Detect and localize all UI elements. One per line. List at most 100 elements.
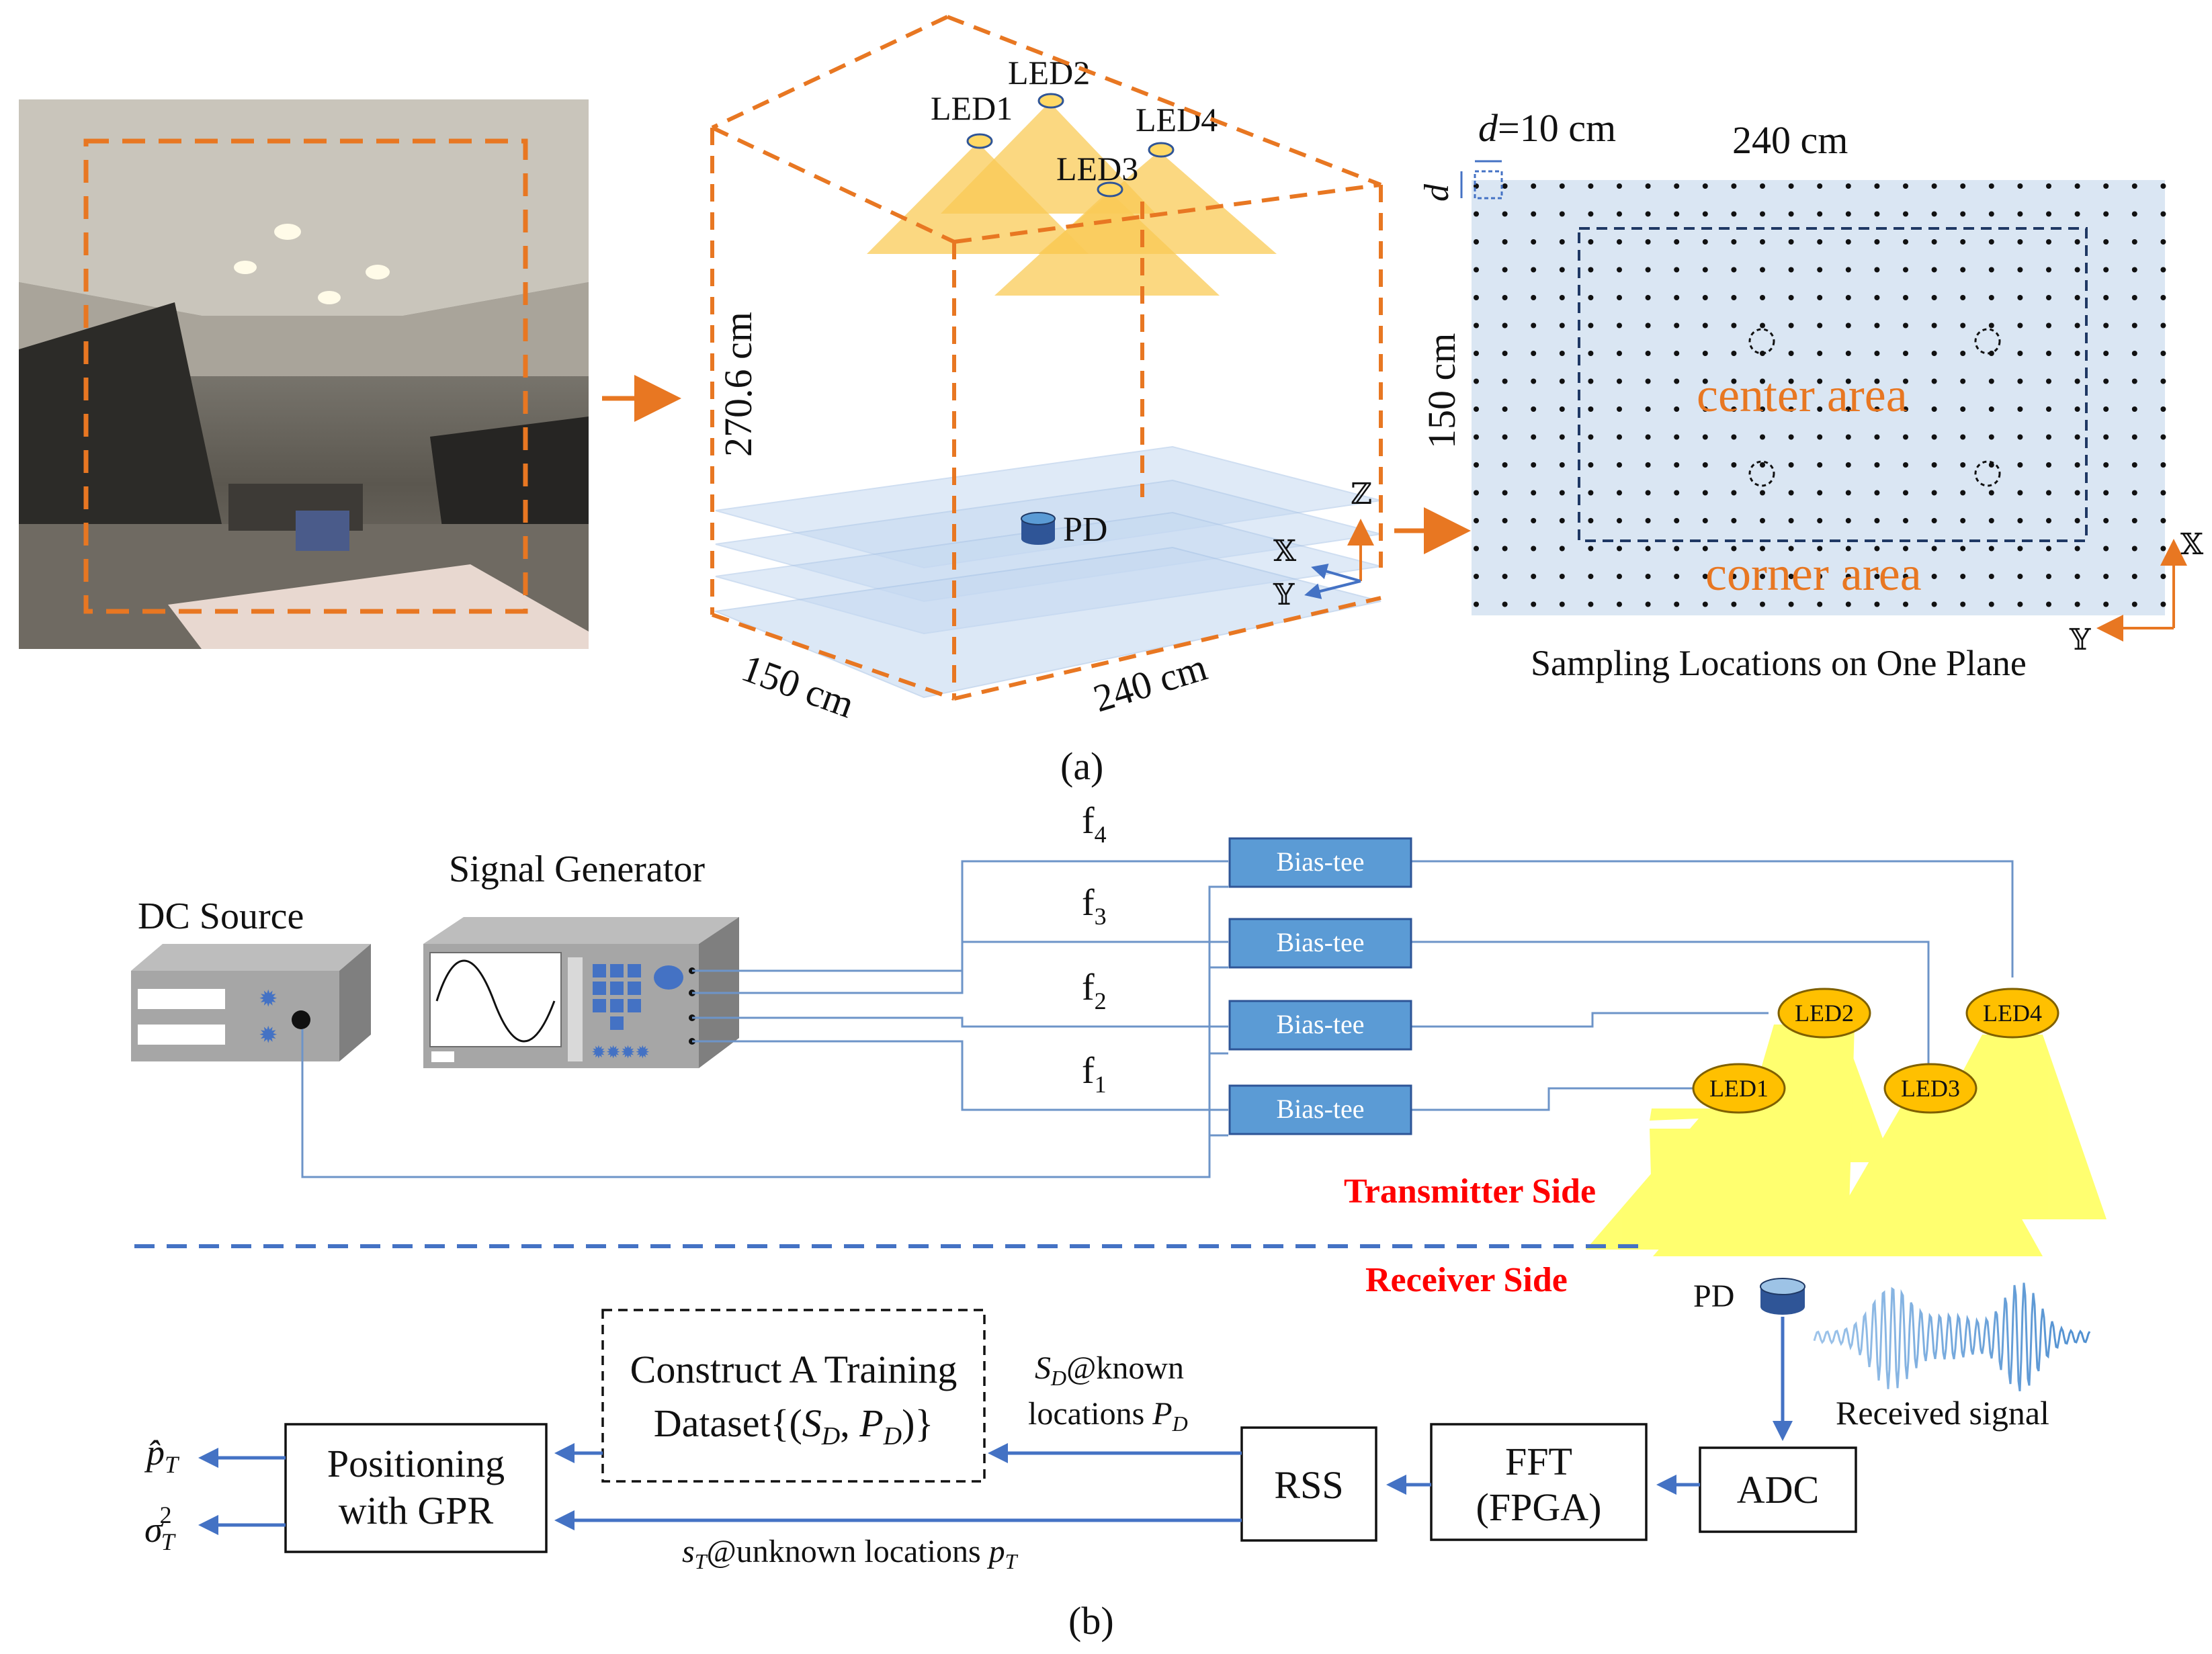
sampling-point [2017,406,2023,412]
sampling-point [1874,546,1880,552]
sampling-point [1903,351,1908,356]
sampling-point [2074,546,2080,552]
sampling-point [1931,434,1937,440]
sampling-point [1674,434,1680,440]
sampling-point [2103,462,2109,468]
sampling-point [2074,462,2080,468]
sampling-point [1702,574,1708,579]
led4-label: LED4 [1983,1000,2042,1027]
sampling-point [2103,295,2109,300]
sampling-point [1760,462,1765,468]
pd-label: PD [1063,511,1107,549]
sampling-point [1845,434,1851,440]
sampling-point [1617,490,1622,496]
adc-block: ADC [1699,1446,1857,1533]
sampling-point [1960,183,1966,189]
sampling-point [1502,183,1508,189]
sampling-point [1760,183,1765,189]
sampling-point [2017,378,2023,384]
sampling-point [1559,183,1565,189]
sampling-point [1731,267,1737,273]
sampling-point [2103,574,2109,579]
sampling-point [1588,267,1594,273]
sampling-point [1903,434,1908,440]
sampling-point [2131,601,2137,607]
sampling-point [1874,406,1880,412]
led4: LED4 [1965,988,2059,1039]
sampling-point [2103,378,2109,384]
sampling-point [1559,267,1565,273]
fft-block: FFT (FPGA) [1430,1423,1648,1541]
grid-axis-x-label: 𝕏 [2180,528,2204,561]
bias-tee-3: Bias-tee [1228,918,1412,969]
sampling-point [2103,267,2109,273]
sampling-point [2074,434,2080,440]
sampling-point [1788,211,1794,217]
sampling-point [2160,490,2166,496]
sampling-point [2046,267,2051,273]
sampling-point [1960,351,1966,356]
sampling-point [1788,267,1794,273]
sampling-point [1588,351,1594,356]
sampling-point [1817,518,1823,523]
sampling-point [1931,183,1937,189]
unknown-label: sT@unknown locations pT [682,1534,1019,1573]
dc-source: DC Source ✹ ✹ [131,896,371,1061]
sampling-point [1988,239,1994,245]
sampling-point [1760,322,1765,329]
sampling-point [1502,601,1508,607]
receiver-side-label: Receiver Side [1365,1261,1568,1299]
sampling-point [1702,211,1708,217]
bias-tee-1: Bias-tee [1228,1084,1412,1135]
sampling-point [1559,378,1565,384]
sampling-point [1931,462,1937,468]
panel-a: LED1 LED2 LED3 LED4 [19,15,2204,788]
sampling-point [1931,239,1937,245]
sampling-point [2160,546,2166,552]
sampling-point [2074,518,2080,523]
sampling-point [1845,322,1851,329]
sampling-point [1702,322,1708,329]
sampling-point [1788,518,1794,523]
sampling-point [1474,322,1479,329]
sampling-point [1845,239,1851,245]
led1-icon [966,133,993,149]
sampling-point [2103,601,2109,607]
sampling-point [1617,351,1622,356]
sampling-point [1645,574,1651,579]
sampling-point [2074,574,2080,579]
sampling-point [1645,351,1651,356]
sampling-point [1502,351,1508,356]
sampling-point [1502,462,1508,468]
sampling-point [1531,462,1537,468]
led3: LED3 [1883,1063,1977,1114]
sampling-point [1817,462,1823,468]
sampling-point [1845,378,1851,384]
sampling-point [2074,351,2080,356]
sampling-point [1645,518,1651,523]
adc-label: ADC [1737,1468,1819,1512]
bias-tee-4: Bias-tee [1228,837,1412,888]
sampling-point [1817,211,1823,217]
sampling-point [1903,406,1908,412]
sampling-point [1617,378,1622,384]
sampling-point [2017,601,2023,607]
sampling-point [1674,239,1680,245]
sampling-point [1788,378,1794,384]
height-label: 270.6 cm [716,312,760,457]
axis-x-label: 𝕏 [1273,535,1297,568]
model-axes: ℤ 𝕏 𝕐 [1273,478,1374,611]
sampling-point [1617,211,1622,217]
sampling-point [2160,239,2166,245]
sampling-point [1845,574,1851,579]
spacing-d-label: d [1418,183,1456,202]
sampling-point [1988,406,1994,412]
led3-icon [1097,181,1123,198]
sampling-point [1674,378,1680,384]
sampling-point [2131,546,2137,552]
sampling-point [1588,462,1594,468]
sampling-point [2103,322,2109,329]
sampling-point [1588,490,1594,496]
sampling-point [1845,295,1851,300]
